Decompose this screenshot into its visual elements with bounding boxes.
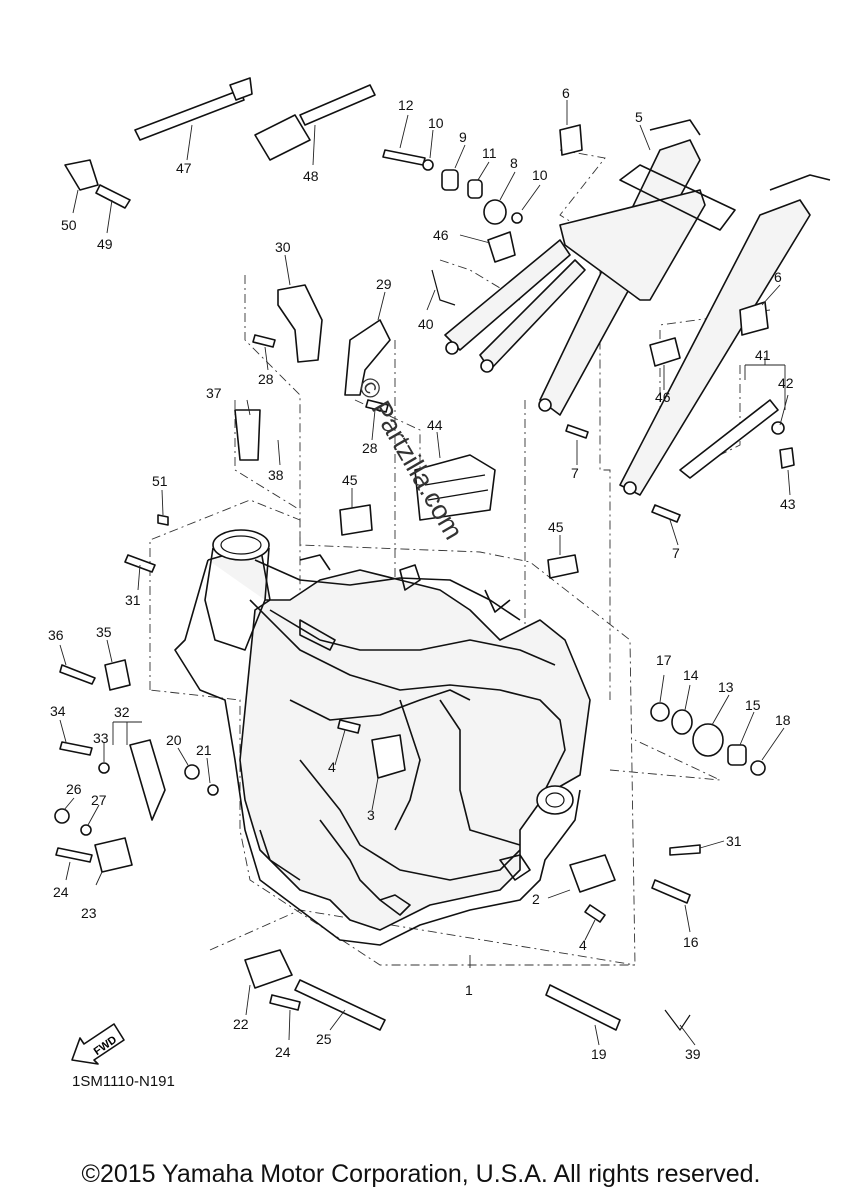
callout-9: 9 (459, 129, 467, 145)
callout-7b: 7 (672, 545, 680, 561)
callout-1: 1 (465, 982, 473, 998)
callout-33: 33 (93, 730, 109, 746)
callout-24a: 24 (53, 884, 69, 900)
callout-7a: 7 (571, 465, 579, 481)
diagram-code: 1SM1110-N191 (72, 1073, 175, 1090)
callout-32: 32 (114, 704, 130, 720)
callout-2: 2 (532, 891, 540, 907)
callout-4a: 4 (328, 759, 336, 775)
callout-6a: 6 (562, 85, 570, 101)
callout-46b: 46 (655, 389, 671, 405)
callout-numbers: 1 2 3 4 4 5 6 6 7 7 8 9 10 10 11 12 13 1… (48, 85, 796, 1062)
callout-10b: 10 (532, 167, 548, 183)
callout-28a: 28 (258, 371, 274, 387)
callout-29: 29 (376, 276, 392, 292)
callout-48: 48 (303, 168, 319, 184)
callout-26: 26 (66, 781, 82, 797)
callout-49: 49 (97, 236, 113, 252)
rear-subframe (444, 119, 831, 496)
leader-lines (59, 100, 791, 1046)
callout-10a: 10 (428, 115, 444, 131)
callout-30: 30 (275, 239, 291, 255)
callout-20: 20 (166, 732, 182, 748)
callout-45b: 45 (548, 519, 564, 535)
callout-34: 34 (50, 703, 66, 719)
callout-4b: 4 (579, 937, 587, 953)
callout-35: 35 (96, 624, 112, 640)
callout-11: 11 (482, 145, 497, 161)
callout-25: 25 (316, 1031, 332, 1047)
callout-36: 36 (48, 627, 64, 643)
callout-15: 15 (745, 697, 761, 713)
callout-23: 23 (81, 905, 97, 921)
callout-28b: 28 (362, 440, 378, 456)
callout-17: 17 (656, 652, 672, 668)
forward-arrow-icon: FWD (71, 1023, 125, 1065)
callout-14: 14 (683, 667, 699, 683)
callout-40: 40 (418, 316, 434, 332)
callout-41: 41 (755, 347, 771, 363)
callout-37: 37 (206, 385, 222, 401)
callout-18: 18 (775, 712, 791, 728)
callout-44: 44 (427, 417, 443, 433)
callout-13: 13 (718, 679, 734, 695)
callout-22: 22 (233, 1016, 249, 1032)
callout-12: 12 (398, 97, 414, 113)
callout-21: 21 (196, 742, 212, 758)
callout-45a: 45 (342, 472, 358, 488)
callout-51: 51 (152, 473, 168, 489)
callout-6b: 6 (774, 269, 782, 285)
callout-43: 43 (780, 496, 796, 512)
small-parts (54, 77, 795, 1032)
copyright-notice: ©2015 Yamaha Motor Corporation, U.S.A. A… (81, 1160, 761, 1188)
callout-5: 5 (635, 109, 643, 125)
callout-3: 3 (367, 807, 375, 823)
callout-42: 42 (778, 375, 794, 391)
callout-38: 38 (268, 467, 284, 483)
callout-46a: 46 (433, 227, 449, 243)
callout-31b: 31 (726, 833, 742, 849)
callout-8: 8 (510, 155, 518, 171)
callout-47: 47 (176, 160, 192, 176)
callout-24b: 24 (275, 1044, 291, 1060)
callout-16: 16 (683, 934, 699, 950)
callout-50: 50 (61, 217, 77, 233)
callout-31a: 31 (125, 592, 141, 608)
callout-19: 19 (591, 1046, 607, 1062)
callout-39: 39 (685, 1046, 701, 1062)
callout-27: 27 (91, 792, 107, 808)
